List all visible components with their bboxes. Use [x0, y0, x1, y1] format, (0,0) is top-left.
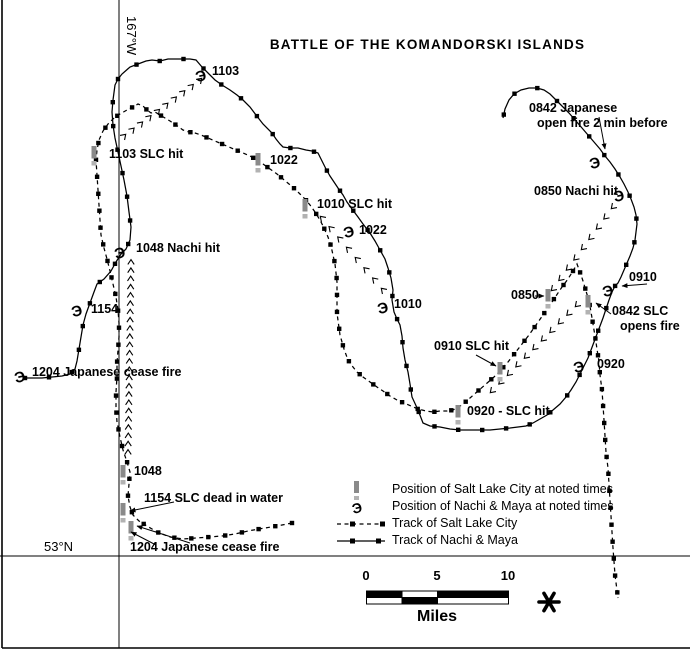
smoke-line-east-lower	[489, 300, 582, 394]
map-label: 0910 SLC hit	[434, 339, 510, 353]
scale-unit-label: Miles	[416, 608, 458, 625]
leader-arrow	[598, 116, 607, 150]
nachi-position-marker: Э	[588, 154, 603, 173]
map-label: 0910	[629, 270, 657, 284]
parallel-label: 53°N	[44, 539, 74, 554]
leader-arrow	[475, 354, 497, 367]
map-label: 1103	[212, 64, 240, 78]
nachi-position-marker: Э	[194, 67, 209, 86]
scale-bar-graphic	[366, 590, 510, 611]
nachi-position-marker: Э	[612, 187, 627, 206]
meridian-label: 167°W	[124, 16, 139, 56]
legend: Э Position of Salt Lake City at noted ti…	[336, 476, 646, 556]
legend-label-nachi-track: Track of Nachi & Maya	[392, 533, 518, 547]
nachi-position-marker: Э	[376, 299, 391, 318]
nachi-maya-track	[22, 56, 639, 433]
slc-position-marker	[302, 199, 308, 219]
map-label: 1103 SLC hit	[109, 147, 184, 161]
dashed-track-sample-icon	[336, 520, 386, 528]
legend-label-slc-position: Position of Salt Lake City at noted time…	[392, 482, 613, 496]
nachi-position-marker: Э	[113, 244, 128, 263]
nachi-position-marker-icon: Э	[350, 499, 364, 517]
leader-arrow	[129, 501, 175, 513]
smoke-line-northwest	[119, 77, 203, 141]
slc-position-marker	[255, 153, 261, 173]
map-label: 1154 SLC dead in water	[144, 491, 283, 505]
scale-tick-10: 10	[500, 568, 516, 583]
leader-arrow	[130, 531, 157, 546]
map-label: 1010 SLC hit	[317, 197, 393, 211]
slc-position-marker	[497, 362, 503, 382]
map-label: 1048 Nachi hit	[136, 241, 221, 255]
map-label: 0850	[511, 288, 539, 302]
legend-label-slc-track: Track of Salt Lake City	[392, 516, 518, 530]
legend-label-nachi-position: Position of Nachi & Maya at noted times	[392, 499, 614, 513]
map-label: 0850 Nachi hit	[534, 184, 619, 198]
smoke-line-east-upper	[550, 202, 618, 292]
leader-arrow	[136, 525, 191, 544]
slc-position-marker	[120, 465, 126, 485]
map-label: 1204 Japanese cease fire	[32, 365, 182, 379]
slc-position-marker	[585, 295, 591, 315]
scale-bar: 0 5 10 Miles	[330, 565, 580, 640]
compass-star-icon	[537, 591, 561, 613]
nachi-position-marker: Э	[601, 282, 616, 301]
map-label: 1022	[359, 223, 387, 237]
nachi-position-marker: Э	[13, 368, 28, 387]
map-label: 0920 - SLC hit	[467, 404, 550, 418]
map-label: 1010	[394, 297, 422, 311]
map-title: BATTLE OF THE KOMANDORSKI ISLANDS	[269, 37, 586, 52]
salt-lake-city-track	[93, 103, 620, 599]
slc-position-marker	[128, 521, 134, 541]
slc-position-marker	[455, 405, 461, 425]
nachi-position-marker: Э	[342, 223, 357, 242]
slc-position-marker	[545, 289, 551, 309]
leader-arrow	[595, 302, 612, 315]
slc-position-marker-icon	[354, 481, 359, 500]
map-label: 1204 Japanese cease fire	[130, 540, 280, 554]
scale-tick-5: 5	[433, 568, 441, 583]
nachi-position-marker: Э	[70, 302, 85, 321]
nachi-position-marker: Э	[572, 358, 587, 377]
scale-tick-0: 0	[362, 568, 370, 583]
smoke-line-middle	[319, 215, 388, 295]
map-label: 1154	[91, 302, 119, 316]
map-label: 0920	[597, 357, 625, 371]
smoke-column-west	[124, 258, 135, 455]
slc-position-markers	[91, 146, 591, 541]
slc-position-marker	[91, 146, 97, 166]
leader-arrow	[621, 283, 648, 289]
slc-position-marker	[120, 503, 126, 523]
map-label: 1022	[270, 153, 298, 167]
solid-track-sample-icon	[336, 537, 386, 545]
map-label: 1048	[134, 464, 162, 478]
leader-arrows	[129, 116, 648, 546]
